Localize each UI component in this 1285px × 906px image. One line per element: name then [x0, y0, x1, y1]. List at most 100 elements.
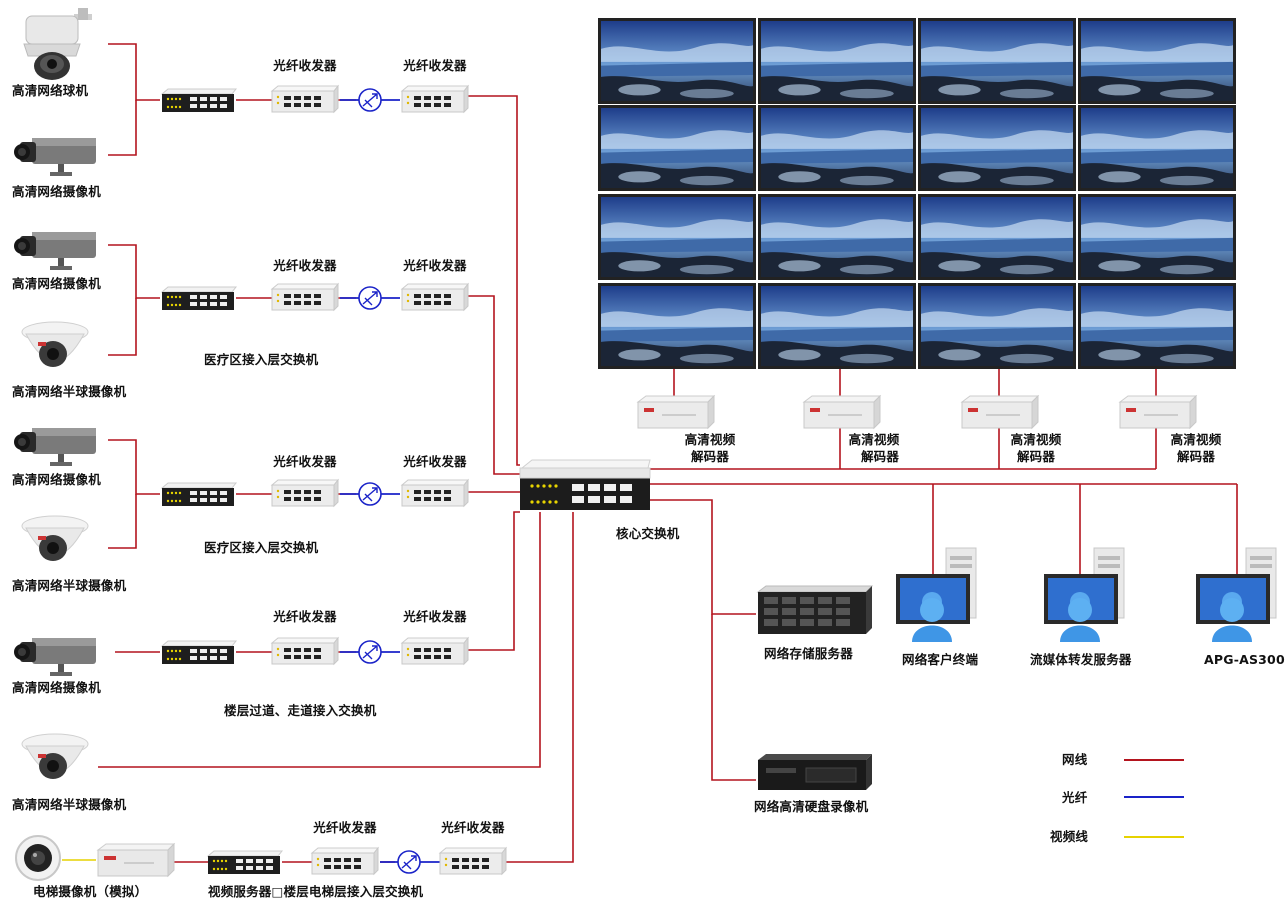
access-switch-icon — [160, 640, 238, 666]
network-line — [108, 439, 160, 495]
fiber-transceiver-icon — [438, 846, 508, 876]
label-medical-access-switch: 医疗区接入层交换机 — [204, 540, 319, 555]
ptz-dome-camera-icon — [16, 6, 96, 82]
network-line — [108, 494, 137, 549]
legend-line-network — [1124, 759, 1184, 761]
label-fiber-transceiver: 光纤收发器 — [441, 820, 505, 835]
storage-server-icon — [756, 584, 874, 636]
half-dome-camera-icon — [20, 730, 90, 792]
legend-label-fiber: 光纤 — [1062, 790, 1088, 805]
fiber-transceiver-icon — [270, 636, 340, 666]
label-fiber-transceiver: 光纤收发器 — [273, 58, 337, 73]
video-wall-screen — [918, 283, 1076, 369]
label-hd-decoder-line2: 解码器 — [1016, 449, 1056, 464]
legend-line-fiber — [1124, 796, 1184, 798]
label-fiber-transceiver: 光纤收发器 — [403, 454, 467, 469]
label-apg: APG-AS300 — [1204, 652, 1285, 667]
video-wall-screen — [598, 105, 756, 191]
access-switch-icon — [160, 482, 238, 508]
label-hd-network-half-dome: 高清网络半球摄像机 — [12, 578, 127, 593]
label-hd-decoder-line2: 解码器 — [690, 449, 730, 464]
label-hd-decoder-line1: 高清视频 — [684, 432, 736, 447]
label-fiber-transceiver: 光纤收发器 — [403, 58, 467, 73]
network-line — [108, 43, 160, 101]
network-line — [468, 511, 520, 651]
hd-decoder-icon — [634, 394, 716, 430]
label-nvr: 网络高清硬盘录像机 — [754, 799, 869, 814]
video-wall-screen — [598, 18, 756, 104]
label-hd-network-camera: 高清网络摄像机 — [12, 184, 101, 199]
legend-label-video: 视频线 — [1050, 829, 1089, 844]
network-line — [108, 298, 137, 356]
client-terminal-icon — [894, 547, 984, 644]
apg-terminal-icon — [1194, 547, 1284, 644]
access-switch-icon — [160, 286, 238, 312]
access-switch-icon — [206, 850, 284, 876]
half-dome-camera-icon — [20, 318, 90, 380]
label-hd-network-camera: 高清网络摄像机 — [12, 472, 101, 487]
hd-decoder-icon — [800, 394, 882, 430]
label-fiber-transceiver: 光纤收发器 — [403, 609, 467, 624]
network-line — [650, 499, 756, 615]
fiber-transceiver-icon — [400, 478, 470, 508]
fiber-transceiver-icon — [270, 282, 340, 312]
network-line — [505, 512, 574, 863]
label-elevator-camera: 电梯摄像机（模拟） — [33, 884, 148, 899]
label-core-switch: 核心交换机 — [616, 526, 680, 541]
label-corridor-access-switch: 楼层过道、走道接入交换机 — [224, 703, 377, 718]
network-line — [98, 512, 541, 768]
legend-line-video — [1124, 836, 1184, 838]
hd-decoder-icon — [1116, 394, 1198, 430]
label-medical-access-switch: 医疗区接入层交换机 — [204, 352, 319, 367]
label-hd-decoder-line1: 高清视频 — [1170, 432, 1222, 447]
label-fiber-transceiver: 光纤收发器 — [273, 258, 337, 273]
legend-label-network: 网线 — [1062, 752, 1088, 767]
fiber-transceiver-icon — [400, 636, 470, 666]
video-wall-screen — [758, 283, 916, 369]
label-hd-network-half-dome: 高清网络半球摄像机 — [12, 384, 127, 399]
video-server-icon — [94, 842, 176, 878]
video-wall-screen — [918, 105, 1076, 191]
label-hd-network-half-dome: 高清网络半球摄像机 — [12, 797, 127, 812]
streaming-server-icon — [1042, 547, 1132, 644]
network-line — [108, 100, 137, 156]
access-switch-icon — [160, 88, 238, 114]
video-wall-screen — [758, 18, 916, 104]
label-fiber-transceiver: 光纤收发器 — [313, 820, 377, 835]
hd-decoder-icon — [958, 394, 1040, 430]
box-camera-icon — [14, 420, 102, 468]
network-line — [468, 295, 520, 475]
video-wall-screen — [598, 283, 756, 369]
box-camera-icon — [14, 630, 102, 678]
label-hd-decoder-line1: 高清视频 — [848, 432, 900, 447]
half-dome-camera-icon — [20, 512, 90, 574]
video-wall-screen — [598, 194, 756, 280]
label-hd-network-camera: 高清网络摄像机 — [12, 276, 101, 291]
network-line — [108, 244, 160, 299]
label-hd-decoder-line2: 解码器 — [1176, 449, 1216, 464]
video-wall-screen — [758, 194, 916, 280]
video-wall-screen — [918, 194, 1076, 280]
box-camera-icon — [14, 224, 102, 272]
label-hd-decoder-line2: 解码器 — [860, 449, 900, 464]
video-wall-screen — [1078, 18, 1236, 104]
label-client-terminal: 网络客户终端 — [902, 652, 979, 667]
label-video-server-elevator: 视频服务器□楼层电梯层接入层交换机 — [208, 884, 424, 899]
fiber-transceiver-icon — [400, 84, 470, 114]
label-fiber-transceiver: 光纤收发器 — [403, 258, 467, 273]
fiber-transceiver-icon — [310, 846, 380, 876]
network-line — [468, 95, 520, 466]
label-hd-network-dome: 高清网络球机 — [12, 83, 89, 98]
video-wall-screen — [1078, 283, 1236, 369]
fiber-transceiver-icon — [400, 282, 470, 312]
label-fiber-transceiver: 光纤收发器 — [273, 609, 337, 624]
video-wall-screen — [758, 105, 916, 191]
fiber-connector-arrows — [362, 93, 417, 870]
label-fiber-transceiver: 光纤收发器 — [273, 454, 337, 469]
video-wall-screen — [1078, 105, 1236, 191]
video-wall-screen — [1078, 194, 1236, 280]
core-switch-icon — [518, 458, 654, 514]
label-streaming-server: 流媒体转发服务器 — [1030, 652, 1132, 667]
